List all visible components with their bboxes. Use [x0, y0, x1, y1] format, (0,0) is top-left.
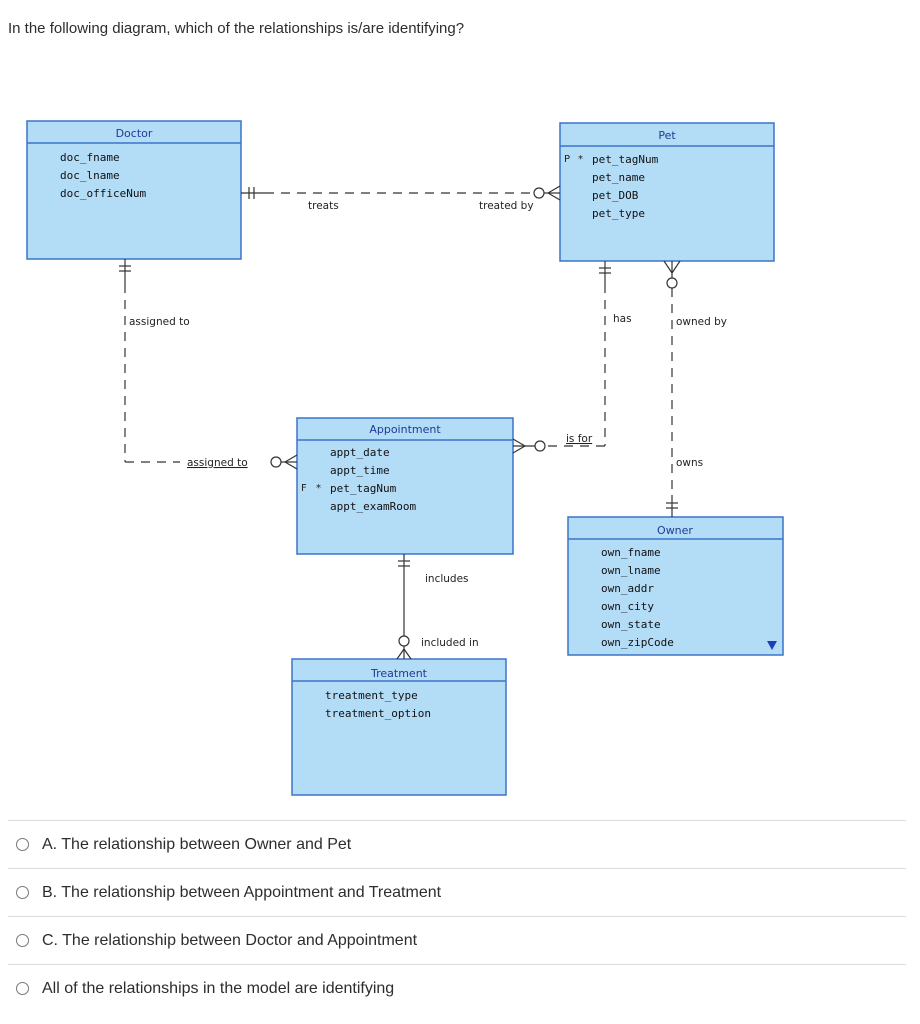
answer-options: A. The relationship between Owner and Pe…	[8, 820, 906, 1012]
rel-label-has: has	[613, 313, 632, 325]
doctor-attr: doc_officeNum	[60, 187, 146, 200]
option-label: A. The relationship between Owner and Pe…	[42, 835, 352, 853]
pet-attr: pet_DOB	[592, 189, 639, 202]
pet-attr: pet_type	[592, 207, 645, 220]
scroll-down-triangle-icon[interactable]	[767, 641, 777, 650]
option-label: C. The relationship between Doctor and A…	[42, 931, 418, 949]
owner-attr: own_addr	[601, 582, 654, 595]
appointment-attr: appt_examRoom	[330, 500, 416, 513]
entity-pet[interactable]: Pet P * pet_tagNum pet_name pet_DOB pet_…	[559, 122, 775, 262]
radio-button[interactable]	[16, 934, 29, 947]
er-diagram: Doctor doc_fname doc_lname doc_officeNum…	[26, 120, 784, 796]
appointment-attr: pet_tagNum	[330, 482, 397, 495]
rel-label-treated-by: treated by	[479, 200, 534, 212]
pet-required-marker: *	[578, 154, 583, 165]
option-label: All of the relationships in the model ar…	[42, 979, 395, 997]
pet-title: Pet	[658, 129, 676, 142]
appointment-attr: appt_date	[330, 446, 390, 459]
appointment-fk-marker: F	[301, 483, 307, 494]
entity-doctor[interactable]: Doctor doc_fname doc_lname doc_officeNum	[26, 120, 242, 260]
owner-attr: own_zipCode	[601, 636, 674, 649]
owner-title: Owner	[657, 524, 693, 537]
relationship-appointment-treatment[interactable]	[396, 554, 412, 660]
question-text: In the following diagram, which of the r…	[8, 20, 465, 37]
appointment-title: Appointment	[369, 423, 441, 436]
rel-label-treats: treats	[308, 200, 339, 212]
relationship-doctor-appointment[interactable]	[119, 259, 298, 470]
relationship-doctor-pet[interactable]	[241, 185, 561, 201]
doctor-attr: doc_fname	[60, 151, 120, 164]
relationship-owner-pet[interactable]	[663, 260, 681, 517]
option-b[interactable]: B. The relationship between Appointment …	[8, 868, 906, 916]
appointment-attr: appt_time	[330, 464, 390, 477]
entity-appointment[interactable]: Appointment appt_date appt_time F * pet_…	[296, 417, 514, 555]
rel-label-owned-by: owned by	[676, 316, 727, 328]
owner-attr: own_fname	[601, 546, 661, 559]
owner-attr: own_city	[601, 600, 654, 613]
entity-owner[interactable]: Owner own_fname own_lname own_addr own_c…	[567, 516, 784, 656]
owner-attr: own_lname	[601, 564, 661, 577]
treatment-attr: treatment_type	[325, 689, 418, 702]
option-a[interactable]: A. The relationship between Owner and Pe…	[8, 820, 906, 868]
treatment-attr: treatment_option	[325, 707, 431, 720]
entity-treatment[interactable]: Treatment treatment_type treatment_optio…	[291, 658, 507, 796]
rel-label-assigned-to-reverse: assigned to	[187, 457, 248, 469]
pet-attr: pet_tagNum	[592, 153, 659, 166]
pet-attr: pet_name	[592, 171, 645, 184]
option-d[interactable]: All of the relationships in the model ar…	[8, 964, 906, 1012]
rel-label-owns: owns	[676, 457, 703, 469]
appointment-required-marker: *	[316, 483, 321, 494]
doctor-title: Doctor	[116, 127, 153, 140]
radio-button[interactable]	[16, 838, 29, 851]
pet-pk-marker: P	[564, 154, 570, 165]
treatment-title: Treatment	[370, 667, 428, 680]
radio-button[interactable]	[16, 982, 29, 995]
option-label: B. The relationship between Appointment …	[42, 883, 442, 901]
owner-attr: own_state	[601, 618, 661, 631]
rel-label-included-in: included in	[421, 637, 479, 649]
option-c[interactable]: C. The relationship between Doctor and A…	[8, 916, 906, 964]
rel-label-is-for: is for	[566, 433, 593, 445]
rel-label-includes: includes	[425, 573, 469, 585]
doctor-attr: doc_lname	[60, 169, 120, 182]
radio-button[interactable]	[16, 886, 29, 899]
relationship-pet-appointment[interactable]	[512, 261, 611, 454]
rel-label-assigned-to: assigned to	[129, 316, 190, 328]
